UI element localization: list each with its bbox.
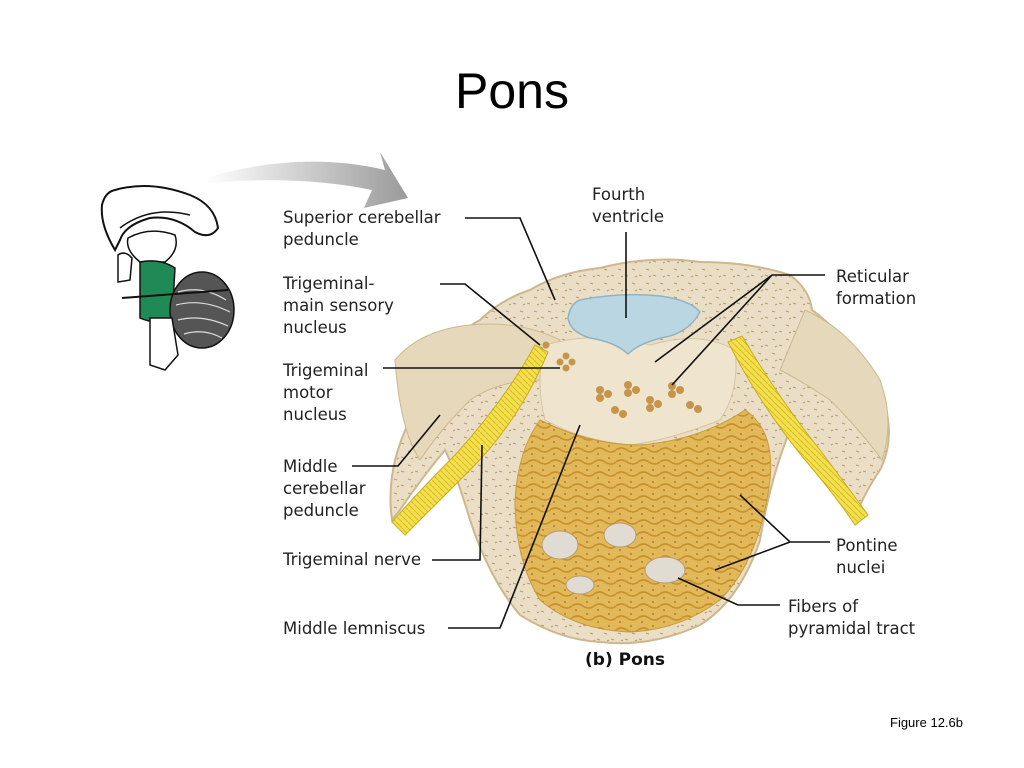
label-pontine-nuclei: Pontine nuclei — [836, 536, 898, 577]
label-superior-cerebellar-peduncle: Superior cerebellar peduncle — [283, 208, 441, 249]
figure-caption: (b) Pons — [585, 650, 665, 670]
brain-orientation-sketch — [100, 185, 235, 371]
left-trigeminal-nerve-shape — [391, 344, 549, 536]
label-trigeminal-motor-nucleus: Trigeminal motor nucleus — [283, 361, 369, 424]
pons-cross-section — [389, 258, 890, 645]
label-fourth-ventricle: Fourth ventricle — [592, 185, 665, 226]
right-trigeminal-nerve-shape — [727, 335, 869, 526]
label-fibers-pyramidal-tract: Fibers of pyramidal tract — [788, 597, 916, 638]
label-trigeminal-nerve: Trigeminal nerve — [283, 550, 422, 569]
label-trigeminal-main-sensory-nucleus: Trigeminal- main sensory nucleus — [283, 274, 394, 337]
figure-reference: Figure 12.6b — [890, 715, 963, 730]
label-middle-lemniscus: Middle lemniscus — [283, 619, 426, 638]
label-middle-cerebellar-peduncle: Middle cerebellar peduncle — [283, 457, 366, 520]
orientation-arrow — [205, 152, 408, 208]
slide-title: Pons — [455, 63, 569, 119]
leader-lines — [352, 217, 830, 629]
label-reticular-formation: Reticular formation — [836, 267, 917, 308]
fourth-ventricle-shape — [567, 293, 701, 356]
